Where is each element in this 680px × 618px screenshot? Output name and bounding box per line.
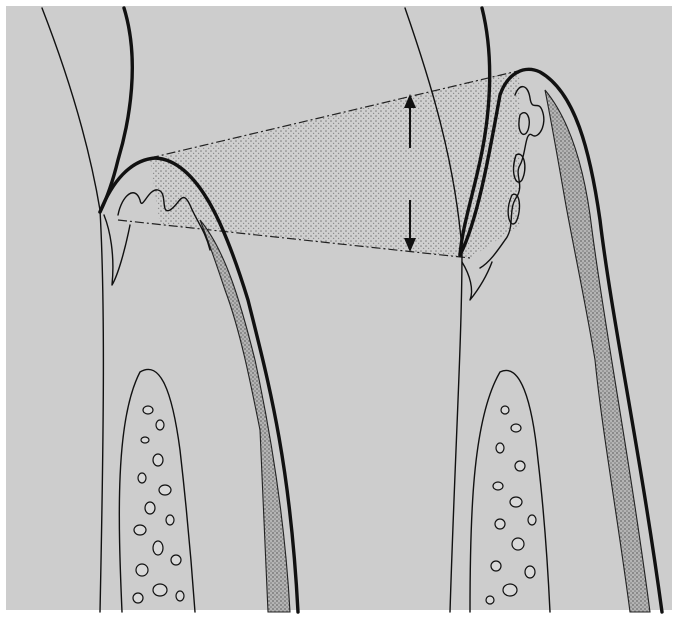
paper-background — [6, 6, 672, 610]
